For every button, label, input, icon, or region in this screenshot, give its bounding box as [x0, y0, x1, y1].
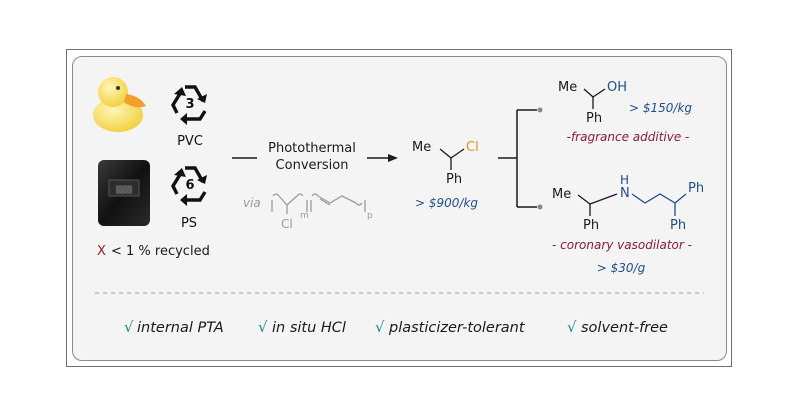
feature-label: internal PTA [137, 320, 224, 336]
polymer-sub-m: m [300, 211, 309, 221]
top-bonds [583, 88, 606, 109]
center-ph: Ph [446, 172, 462, 187]
feature-label: solvent-free [581, 320, 668, 336]
rubber-duck-icon [93, 77, 146, 132]
top-use: -fragrance additive - [567, 130, 690, 144]
svg-text:▒▒▒: ▒▒▒ [116, 185, 133, 194]
bottom-n: N [620, 186, 630, 201]
top-me: Me [558, 80, 577, 95]
recycled-x: X [97, 244, 106, 259]
polymer-cl: Cl [281, 217, 293, 231]
bottom-price: > $30/g [597, 261, 646, 275]
bottom-bonds [577, 193, 687, 216]
branch-dot-top [537, 107, 543, 113]
feature-label: plasticizer-tolerant [388, 320, 526, 336]
bottom-ph-left: Ph [583, 218, 599, 233]
graphic-panel [72, 56, 727, 361]
polymer-structure [271, 193, 366, 214]
top-price: > $150/kg [629, 101, 692, 115]
pvc-label: PVC [177, 134, 203, 149]
center-bonds [439, 148, 465, 170]
polymer-sub-p: p [367, 211, 373, 221]
bottom-me: Me [552, 187, 571, 202]
check-icon: √ [567, 318, 577, 336]
process-line1: Photothermal [268, 141, 356, 156]
top-oh: OH [607, 80, 627, 95]
ps-label: PS [181, 216, 197, 231]
ps-code: 6 [185, 178, 194, 193]
center-cl: Cl [466, 140, 479, 155]
branch-dot-bottom [537, 204, 543, 210]
recycled-text: < 1 % recycled [111, 244, 210, 259]
via-label: via [243, 196, 261, 210]
bottom-ph-right-bottom: Ph [670, 218, 686, 233]
feature-list: √ internal PTA √ in situ HCl √ plasticiz… [124, 318, 668, 336]
check-icon: √ [375, 318, 385, 336]
center-price: > $900/kg [415, 196, 478, 210]
bottom-ph-right-top: Ph [688, 181, 704, 196]
foam-box-icon: ▒▒▒ [98, 160, 150, 226]
pvc-code: 3 [185, 97, 194, 112]
feature-label: in situ HCl [272, 320, 346, 336]
bottom-h: H [620, 173, 629, 187]
check-icon: √ [124, 318, 134, 336]
check-icon: √ [258, 318, 268, 336]
top-ph: Ph [586, 111, 602, 126]
branch-bracket [498, 109, 537, 208]
bottom-use: - coronary vasodilator - [552, 238, 692, 252]
outer-frame [66, 49, 732, 367]
process-line2: Conversion [276, 158, 349, 173]
center-me: Me [412, 140, 431, 155]
